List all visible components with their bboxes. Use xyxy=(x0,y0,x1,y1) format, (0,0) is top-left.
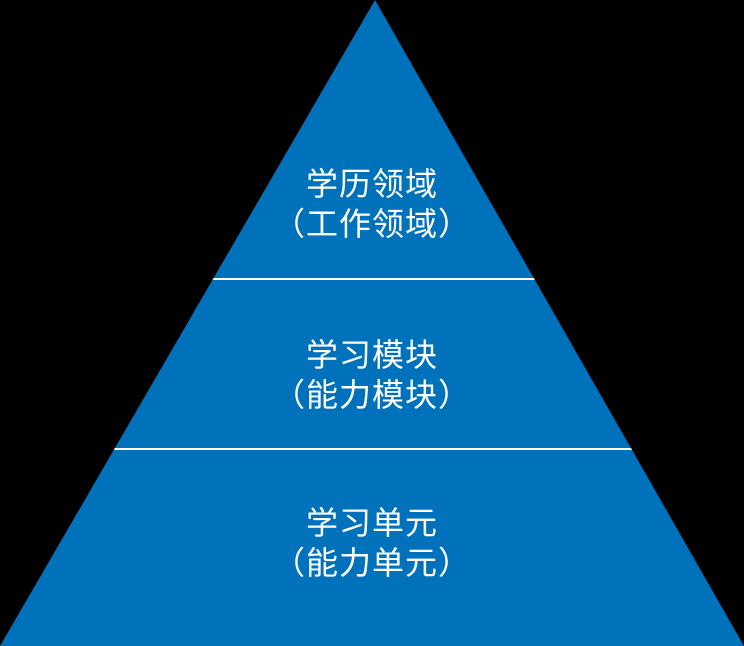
level-divider-top xyxy=(0,278,744,280)
level-divider-bottom xyxy=(0,448,744,450)
